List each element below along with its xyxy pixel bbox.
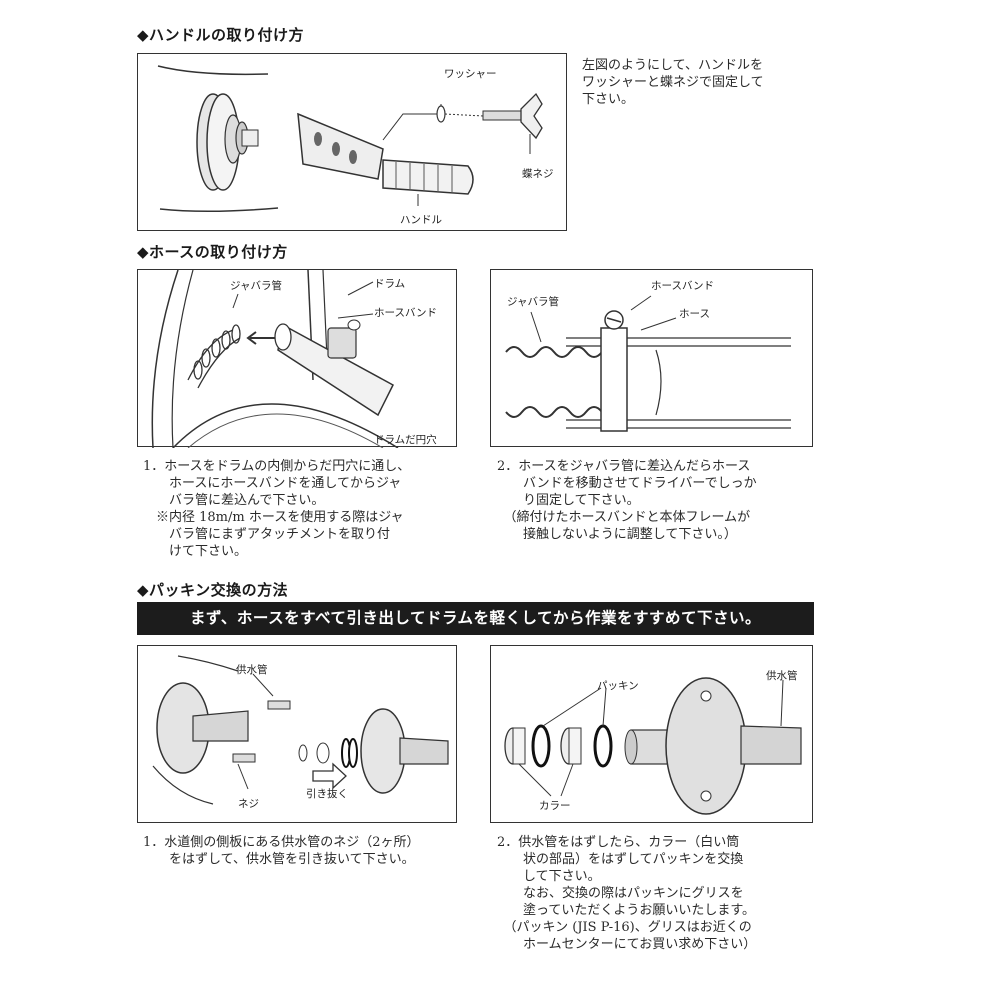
hose-attach-diagram-right: ホースバンド ジャバラ管 ホース — [490, 269, 813, 447]
hose-step2-text: 2．ホースをジャバラ管に差込んだらホース バンドを移動させてドライバーでしっか … — [497, 459, 757, 542]
band-label-right: ホースバンド — [651, 280, 714, 292]
hose-drum-illustration — [151, 270, 399, 448]
collar-label: カラー — [539, 800, 571, 812]
handle-instructions: 左図のようにして、ハンドルを ワッシャーと蝶ネジで固定して 下さい。 — [582, 58, 764, 107]
washer-label: ワッシャー — [444, 68, 497, 80]
wingnut-label: 蝶ネジ — [522, 168, 554, 180]
packing-diagram-right: パッキン 供水管 カラー — [490, 645, 813, 823]
handle-illustration — [157, 65, 543, 213]
hose-step1-text: 1．ホースをドラムの内側からだ円穴に通し、 ホースにホースバンドを通してからジャ… — [143, 459, 411, 559]
handle-section-heading: ◆ハンドルの取り付け方 — [137, 26, 305, 44]
bellows-label-right: ジャバラ管 — [507, 296, 559, 308]
packing-diagram-left: 供水管 ネジ 引き抜く — [137, 645, 457, 823]
screw-label: ネジ — [238, 798, 259, 810]
supply-pipe-label-right: 供水管 — [766, 670, 798, 682]
supply-pipe-removal-illustration — [152, 655, 449, 805]
packing-step1-text: 1．水道側の側板にある供水管のネジ（2ヶ所） をはずして、供水管を引き抜いて下さ… — [143, 835, 420, 867]
hose-band-cross-section — [505, 295, 791, 432]
oval-hole-label: ドラムだ円穴 — [374, 434, 437, 446]
hose-attach-diagram-left: ジャバラ管 ドラム ホースバンド ドラムだ円穴 — [137, 269, 457, 448]
hose-section-heading: ◆ホースの取り付け方 — [137, 243, 288, 261]
packing-replacement-illustration — [504, 677, 802, 815]
handle-label: ハンドル — [400, 214, 442, 226]
supply-pipe-label-left: 供水管 — [236, 664, 268, 676]
bellows-label-left: ジャバラ管 — [230, 280, 282, 292]
packing-section-heading: ◆パッキン交換の方法 — [137, 581, 289, 599]
band-label-left: ホースバンド — [374, 307, 437, 319]
hose-label: ホース — [679, 308, 710, 320]
handle-diagram: ワッシャー 蝶ネジ ハンドル — [137, 53, 567, 231]
drum-label: ドラム — [374, 278, 406, 290]
packing-label: パッキン — [597, 680, 639, 692]
packing-step2-text: 2．供水管をはずしたら、カラー（白い筒 状の部品）をはずしてパッキンを交換 して… — [497, 835, 757, 952]
pull-out-label: 引き抜く — [306, 788, 348, 800]
warning-banner: まず、ホースをすべて引き出してドラムを軽くしてから作業をすすめて下さい。 — [137, 602, 814, 635]
